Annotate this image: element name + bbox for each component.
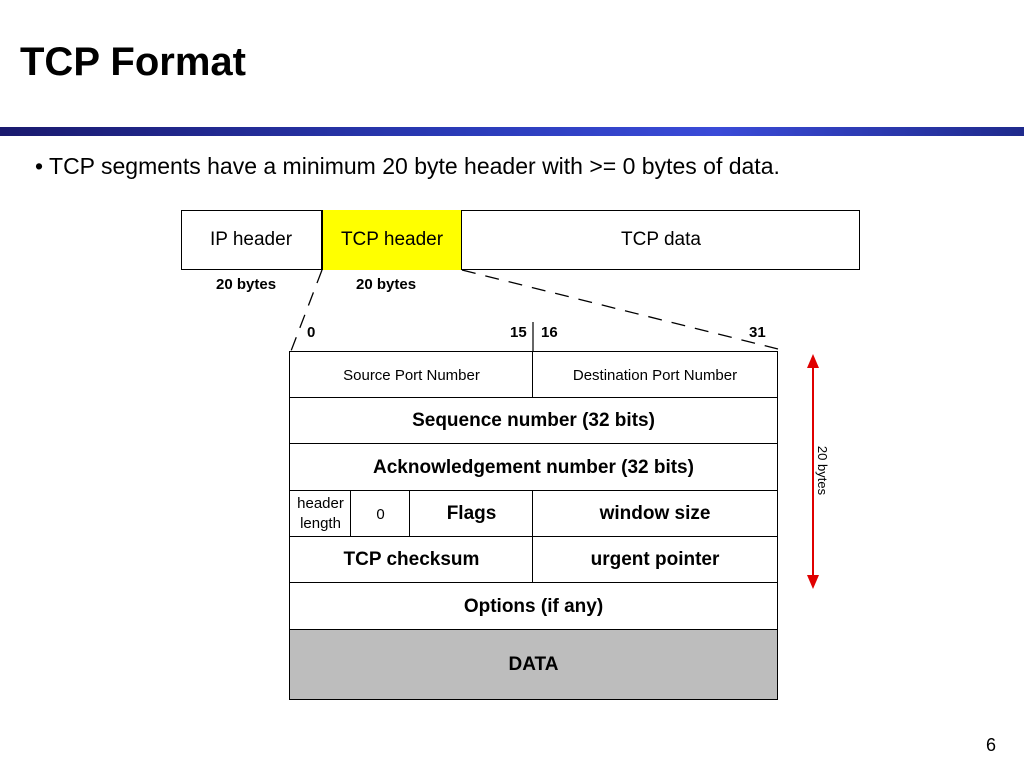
zoom-line-left [290,269,323,352]
side-bytes-wrap: 20 bytes [795,445,851,494]
flags-field: Flags [409,490,534,538]
data-field: DATA [289,629,778,700]
ack-number-field: Acknowledgement number (32 bits) [289,443,778,492]
slide-title: TCP Format [20,40,246,84]
dest-port-field: Destination Port Number [532,351,778,399]
side-bytes-label: 20 bytes [815,445,831,495]
title-rule [0,127,1024,136]
tcp-bytes-label: 20 bytes [356,276,417,293]
checksum-field: TCP checksum [289,536,534,584]
bit-15-label: 15 [510,324,527,341]
options-field: Options (if any) [289,582,778,631]
bit-0-label: 0 [307,324,316,341]
arrow-head-up-icon [807,354,819,368]
zoom-line-right [461,269,779,350]
tcp-data-cell: TCP data [621,229,701,250]
packet-bar [181,210,860,270]
tcp-header-cell: TCP header [322,210,462,270]
header-length-line2: length [300,515,341,532]
sequence-number-field: Sequence number (32 bits) [289,397,778,445]
header-length-line1: header [297,494,344,512]
urgent-pointer-field: urgent pointer [532,536,778,584]
window-size-field: window size [532,490,778,538]
arrow-head-down-icon [807,575,819,589]
reserved-zero-field: 0 [350,490,411,538]
ip-header-cell: IP header [181,210,322,270]
bit-31-label: 31 [749,324,766,341]
ip-bytes-label: 20 bytes [216,276,277,293]
source-port-field: Source Port Number [289,351,534,399]
header-length-field: header length [289,490,352,538]
bullet-text: • TCP segments have a minimum 20 byte he… [35,153,780,179]
page-number: 6 [986,735,997,755]
bit-16-label: 16 [541,324,558,341]
